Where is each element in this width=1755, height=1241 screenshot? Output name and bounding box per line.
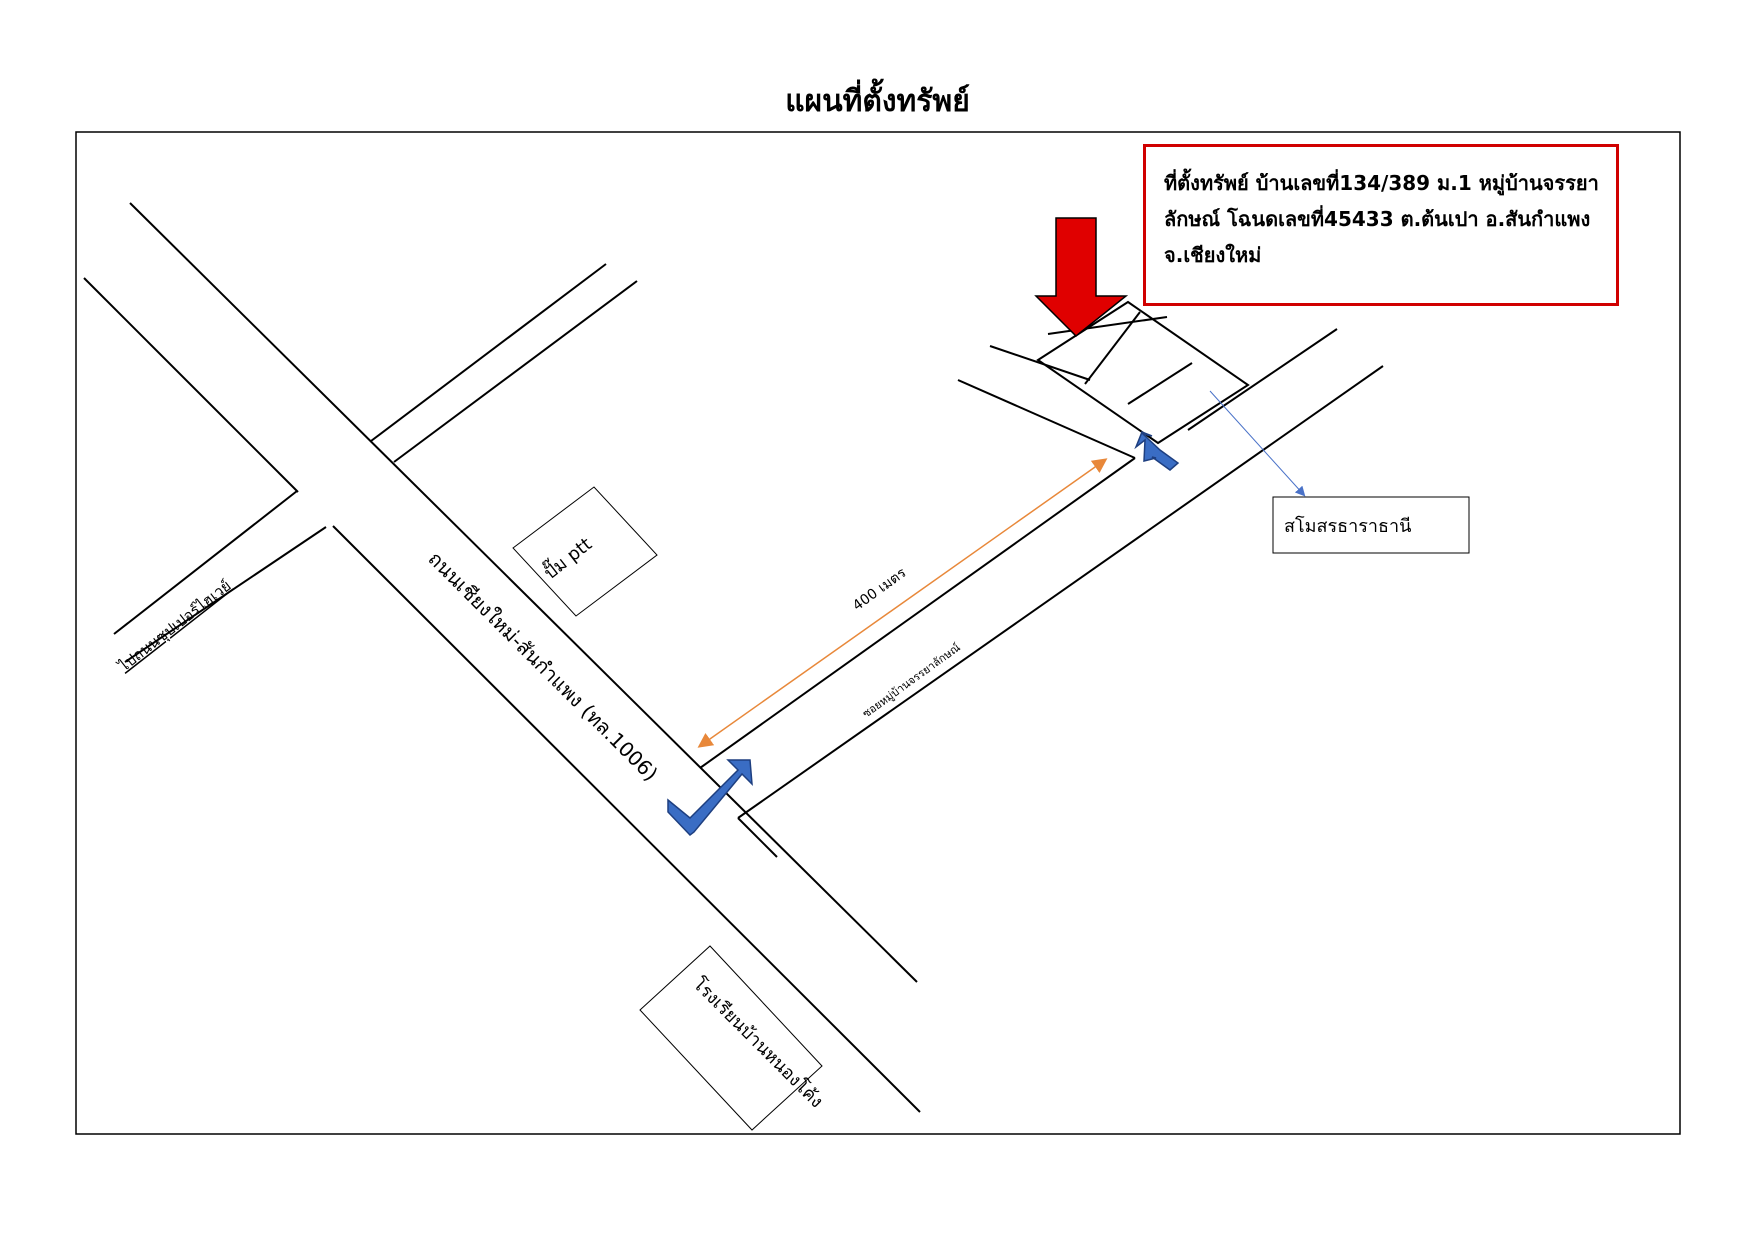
property-cross-2 [1084, 311, 1141, 385]
club-pointer-line [1209, 390, 1306, 497]
branch-road-upper [989, 345, 1091, 381]
club-label: สโมสรธาราธานี [1284, 515, 1411, 537]
cross-road-right-a [370, 263, 607, 442]
cross-road-left-a [113, 490, 298, 635]
soi-label: ซอยหมู่บ้านจรรยาลักษณ์ [860, 641, 963, 721]
branch-road-lower [957, 379, 1136, 459]
distance-arrow [697, 458, 1108, 748]
soi-edge-corner [737, 817, 778, 858]
cross-road-right-b [393, 280, 638, 463]
ptt-box [512, 486, 658, 617]
distance-label: 400 เมตร [850, 565, 910, 615]
address-text: ที่ตั้งทรัพย์ บ้านเลขที่134/389 ม.1 หมู่… [1164, 171, 1599, 267]
turn-left-arrow-icon [1134, 431, 1180, 471]
address-box: ที่ตั้งทรัพย์ บ้านเลขที่134/389 ม.1 หมู่… [1143, 144, 1619, 306]
cross-road-left-upper [83, 277, 299, 493]
soi-edge-upper [699, 457, 1136, 769]
property-marker-arrow-icon [1034, 217, 1129, 338]
cross-road-left-b [124, 526, 327, 663]
soi-edge-lower [737, 365, 1384, 819]
property-lot [1036, 300, 1250, 445]
turn-right-arrow-icon [667, 759, 753, 836]
page-title: แผนที่ตั้งทรัพย์ [785, 84, 970, 119]
map-frame [75, 131, 1681, 1135]
property-cross-1 [1047, 316, 1168, 335]
soi-edge-right [1187, 328, 1338, 431]
main-road-edge-upper [129, 202, 918, 983]
main-road-label: ถนนเชียงใหม่-สันกำแพง (ทล.1006) [423, 547, 662, 786]
club-box [1272, 496, 1470, 554]
property-divider [1127, 362, 1193, 405]
cross-road-label: ไปถนนซุปเปอร์ไฮเวย์ [115, 577, 236, 677]
main-road-edge-lower [332, 525, 921, 1113]
school-box [639, 945, 823, 1131]
